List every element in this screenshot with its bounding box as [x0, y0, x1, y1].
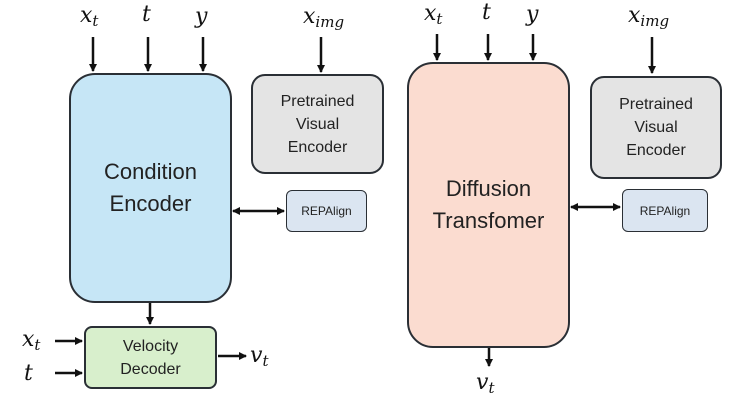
- input-y-label: y: [195, 4, 208, 29]
- input-t-label: t: [142, 2, 151, 27]
- decoder-input-t-label: t: [24, 361, 33, 386]
- visual-encoder-label-line1: Pretrained: [280, 92, 355, 110]
- pretrained-visual-encoder-block-left: Pretrained Visual Encoder: [251, 74, 384, 174]
- visual-encoder-label-line1: Pretrained: [619, 96, 693, 113]
- visual-encoder-label-line3: Encoder: [626, 142, 686, 159]
- visual-encoder-label-line3: Encoder: [287, 138, 348, 156]
- output-vt-label-left: vt: [250, 343, 269, 370]
- repalign-label: REPAlign: [301, 204, 352, 218]
- repalign-label: REPAlign: [639, 203, 691, 218]
- pretrained-visual-encoder-block-right: Pretrained Visual Encoder: [590, 76, 722, 179]
- diffusion-transformer-block: Diffusion Transfomer: [407, 62, 570, 348]
- condition-encoder-label-line1: Condition: [104, 159, 197, 184]
- visual-encoder-label-line2: Visual: [295, 115, 340, 133]
- input-ximg-label-right: ximg: [628, 3, 670, 30]
- condition-encoder-label-line2: Encoder: [109, 191, 192, 216]
- input-ximg-label: ximg: [303, 4, 345, 31]
- diffusion-transformer-label-line1: Diffusion: [445, 176, 532, 201]
- repalign-block-left: REPAlign: [286, 190, 367, 232]
- velocity-decoder-label-line2: Decoder: [120, 360, 181, 378]
- condition-encoder-block: Condition Encoder: [69, 73, 232, 303]
- input-xt-label-right: xt: [424, 1, 443, 28]
- output-vt-label-right: vt: [476, 370, 495, 397]
- input-t-label-right: t: [482, 0, 491, 25]
- velocity-decoder-label-line1: Velocity: [122, 337, 179, 355]
- input-y-label-right: y: [526, 2, 539, 27]
- repalign-block-right: REPAlign: [622, 189, 708, 232]
- velocity-decoder-block: Velocity Decoder: [84, 326, 217, 389]
- input-xt-label: xt: [80, 3, 99, 30]
- decoder-input-xt-label: xt: [22, 327, 41, 354]
- visual-encoder-label-line2: Visual: [634, 119, 678, 136]
- diffusion-transformer-label-line2: Transfomer: [432, 208, 545, 233]
